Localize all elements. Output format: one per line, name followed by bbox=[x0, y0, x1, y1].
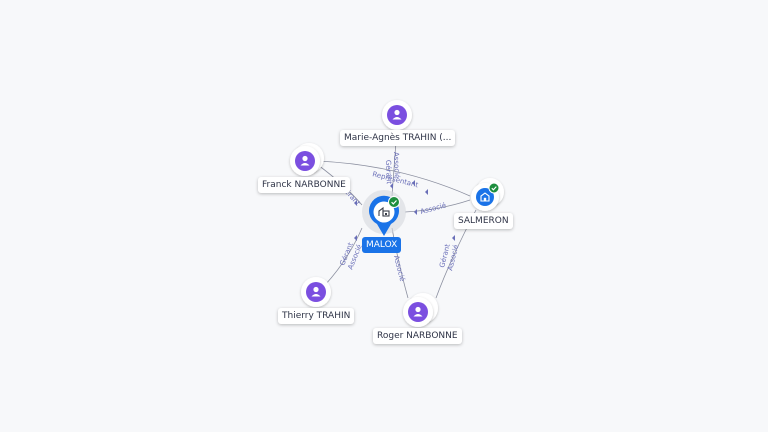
arrow-mark bbox=[354, 200, 357, 206]
edge-franck-salmeron bbox=[317, 160, 471, 197]
edge-arrows bbox=[354, 180, 455, 241]
node-salmeron[interactable] bbox=[471, 178, 504, 211]
edge-roger-malox bbox=[391, 227, 409, 299]
node-label-salmeron[interactable]: SALMERON bbox=[454, 213, 513, 229]
node-label-malox[interactable]: MALOX bbox=[362, 237, 402, 253]
company-icon bbox=[378, 206, 390, 217]
edge-label: Associé bbox=[392, 255, 406, 283]
node-roger[interactable] bbox=[403, 293, 438, 327]
edge-thierry-malox bbox=[324, 227, 363, 286]
arrow-mark bbox=[414, 209, 417, 215]
arrow-mark bbox=[354, 235, 357, 241]
arrow-mark bbox=[390, 183, 393, 189]
check-badge-icon bbox=[488, 182, 500, 194]
person-icon bbox=[413, 306, 423, 317]
edge-label: Associé bbox=[392, 152, 401, 179]
node-label-thierry[interactable]: Thierry TRAHIN bbox=[278, 308, 355, 324]
person-icon bbox=[300, 155, 310, 166]
node-label-franck[interactable]: Franck NARBONNE bbox=[258, 177, 350, 193]
node-malox[interactable] bbox=[362, 190, 406, 236]
edge-label: Gérant bbox=[384, 160, 393, 185]
node-label-marie[interactable]: Marie-Agnès TRAHIN (... bbox=[340, 130, 456, 146]
node-label-roger[interactable]: Roger NARBONNE bbox=[373, 328, 462, 344]
check-badge-icon bbox=[388, 196, 400, 208]
arrow-mark bbox=[412, 180, 415, 186]
arrow-mark bbox=[452, 235, 455, 241]
node-thierry[interactable] bbox=[301, 277, 331, 307]
arrow-mark bbox=[425, 189, 428, 195]
person-icon bbox=[311, 286, 321, 297]
company-icon bbox=[480, 192, 490, 202]
node-marie[interactable] bbox=[382, 100, 412, 130]
node-franck[interactable] bbox=[290, 143, 324, 176]
edge-salmeron-malox bbox=[404, 199, 471, 213]
edges bbox=[317, 127, 477, 299]
edge-label: Associé bbox=[419, 201, 447, 216]
person-icon bbox=[392, 109, 402, 120]
